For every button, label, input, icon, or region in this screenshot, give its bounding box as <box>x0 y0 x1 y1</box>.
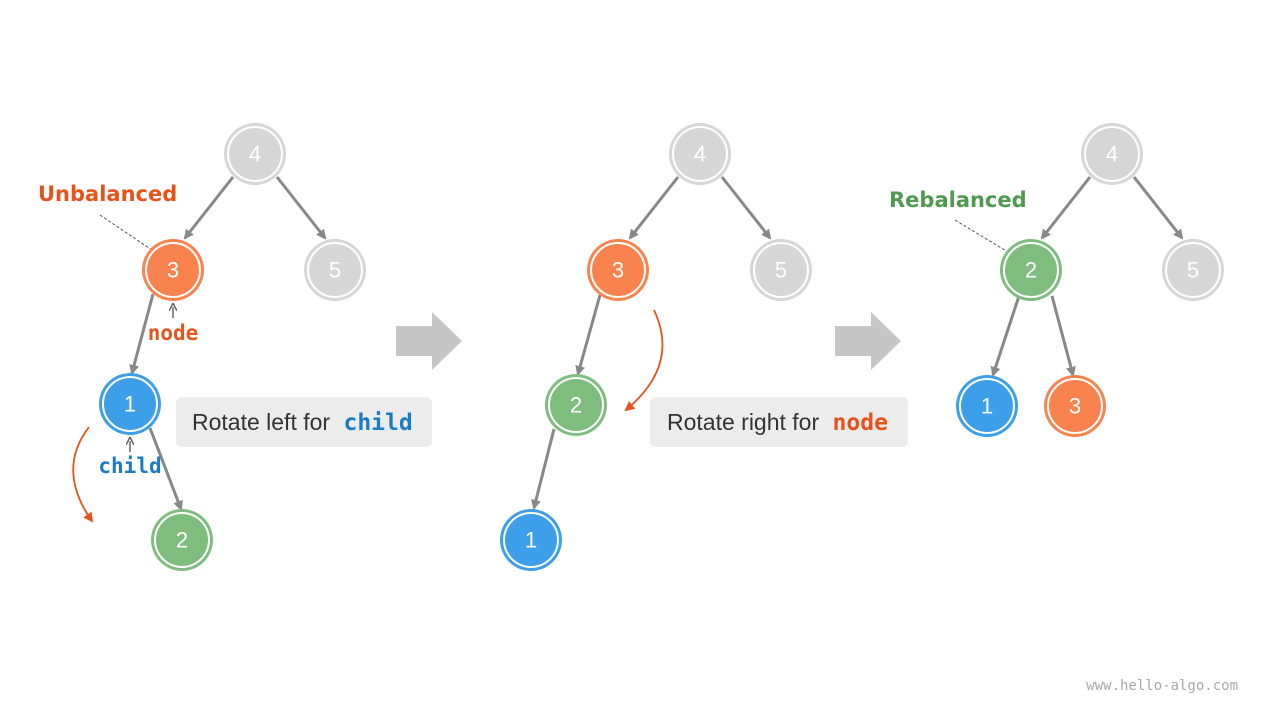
rotate-left-curve-arrow <box>72 426 94 523</box>
panel-1-before-rotation: 4 3 5 1 2 Unbalanced node child <box>38 123 432 571</box>
node-1-label: 1 <box>525 528 537 553</box>
node-3: 3 <box>1044 375 1106 437</box>
node-2-label: 2 <box>1025 258 1037 283</box>
svg-text:Rotate right for node: Rotate right for node <box>667 409 888 436</box>
svg-text:Rotate left for child: Rotate left for child <box>192 409 413 436</box>
edge-3-to-2 <box>575 294 602 376</box>
node-3-label: 3 <box>1069 394 1081 419</box>
node-1: 1 <box>956 375 1018 437</box>
node-2-rebalanced: 2 <box>1000 239 1062 301</box>
caption-rotate-right-code: node <box>833 410 888 436</box>
edge-2-to-1 <box>531 428 556 510</box>
panel-2-after-left-rotation: 4 3 5 2 1 Rotate right for node <box>500 123 908 571</box>
node-3-label: 3 <box>612 258 624 283</box>
node-5-label: 5 <box>329 258 341 283</box>
edge-2-to-3 <box>1050 295 1076 377</box>
node-4-label: 4 <box>1106 142 1118 167</box>
node-4: 4 <box>224 123 286 185</box>
caption-rotate-left-code: child <box>343 410 412 436</box>
node-5: 5 <box>1162 239 1224 301</box>
node-2-label: 2 <box>176 528 188 553</box>
edge-1-to-2 <box>148 427 183 511</box>
edge-2-to-1 <box>990 295 1021 377</box>
edge-4-to-3 <box>183 176 235 240</box>
transition-arrow-2 <box>835 312 901 370</box>
child-pointer-label: child <box>98 454 161 478</box>
transition-arrow-1 <box>396 312 462 370</box>
rebalanced-leader-line <box>954 219 1009 253</box>
node-3-label: 3 <box>167 258 179 283</box>
unbalanced-label: Unbalanced <box>38 182 177 206</box>
node-5: 5 <box>304 239 366 301</box>
edge-4-to-2 <box>1040 176 1092 240</box>
node-5: 5 <box>750 239 812 301</box>
node-1-label: 1 <box>981 394 993 419</box>
caption-rotate-right: Rotate right for node <box>650 397 908 447</box>
node-4: 4 <box>1081 123 1143 185</box>
node-1: 1 <box>99 373 161 435</box>
node-1: 1 <box>500 509 562 571</box>
caption-rotate-left: Rotate left for child <box>176 397 432 447</box>
edge-4-to-5 <box>1132 176 1184 240</box>
node-5-label: 5 <box>1187 258 1199 283</box>
node-2-label: 2 <box>570 393 582 418</box>
node-4: 4 <box>669 123 731 185</box>
caption-rotate-left-prefix: Rotate left for <box>192 409 330 435</box>
unbalanced-leader-line <box>99 214 153 251</box>
node-3-unbalanced: 3 <box>142 239 204 301</box>
node-4-label: 4 <box>249 142 261 167</box>
edge-4-to-5 <box>720 176 772 240</box>
edge-4-to-3 <box>628 176 680 240</box>
rotate-right-curve-arrow <box>624 309 664 412</box>
edge-3-to-1 <box>129 293 155 375</box>
rebalanced-label: Rebalanced <box>889 188 1027 212</box>
edge-4-to-5 <box>275 176 327 240</box>
caption-rotate-right-prefix: Rotate right for <box>667 409 819 435</box>
watermark-text: www.hello-algo.com <box>1086 678 1238 694</box>
node-1-label: 1 <box>124 392 136 417</box>
node-3: 3 <box>587 239 649 301</box>
node-pointer-label: node <box>148 321 199 345</box>
panel-3-rebalanced: 4 2 5 1 3 Rebalanced <box>889 123 1224 437</box>
node-4-label: 4 <box>694 142 706 167</box>
node-5-label: 5 <box>775 258 787 283</box>
node-2: 2 <box>151 509 213 571</box>
node-2: 2 <box>545 374 607 436</box>
